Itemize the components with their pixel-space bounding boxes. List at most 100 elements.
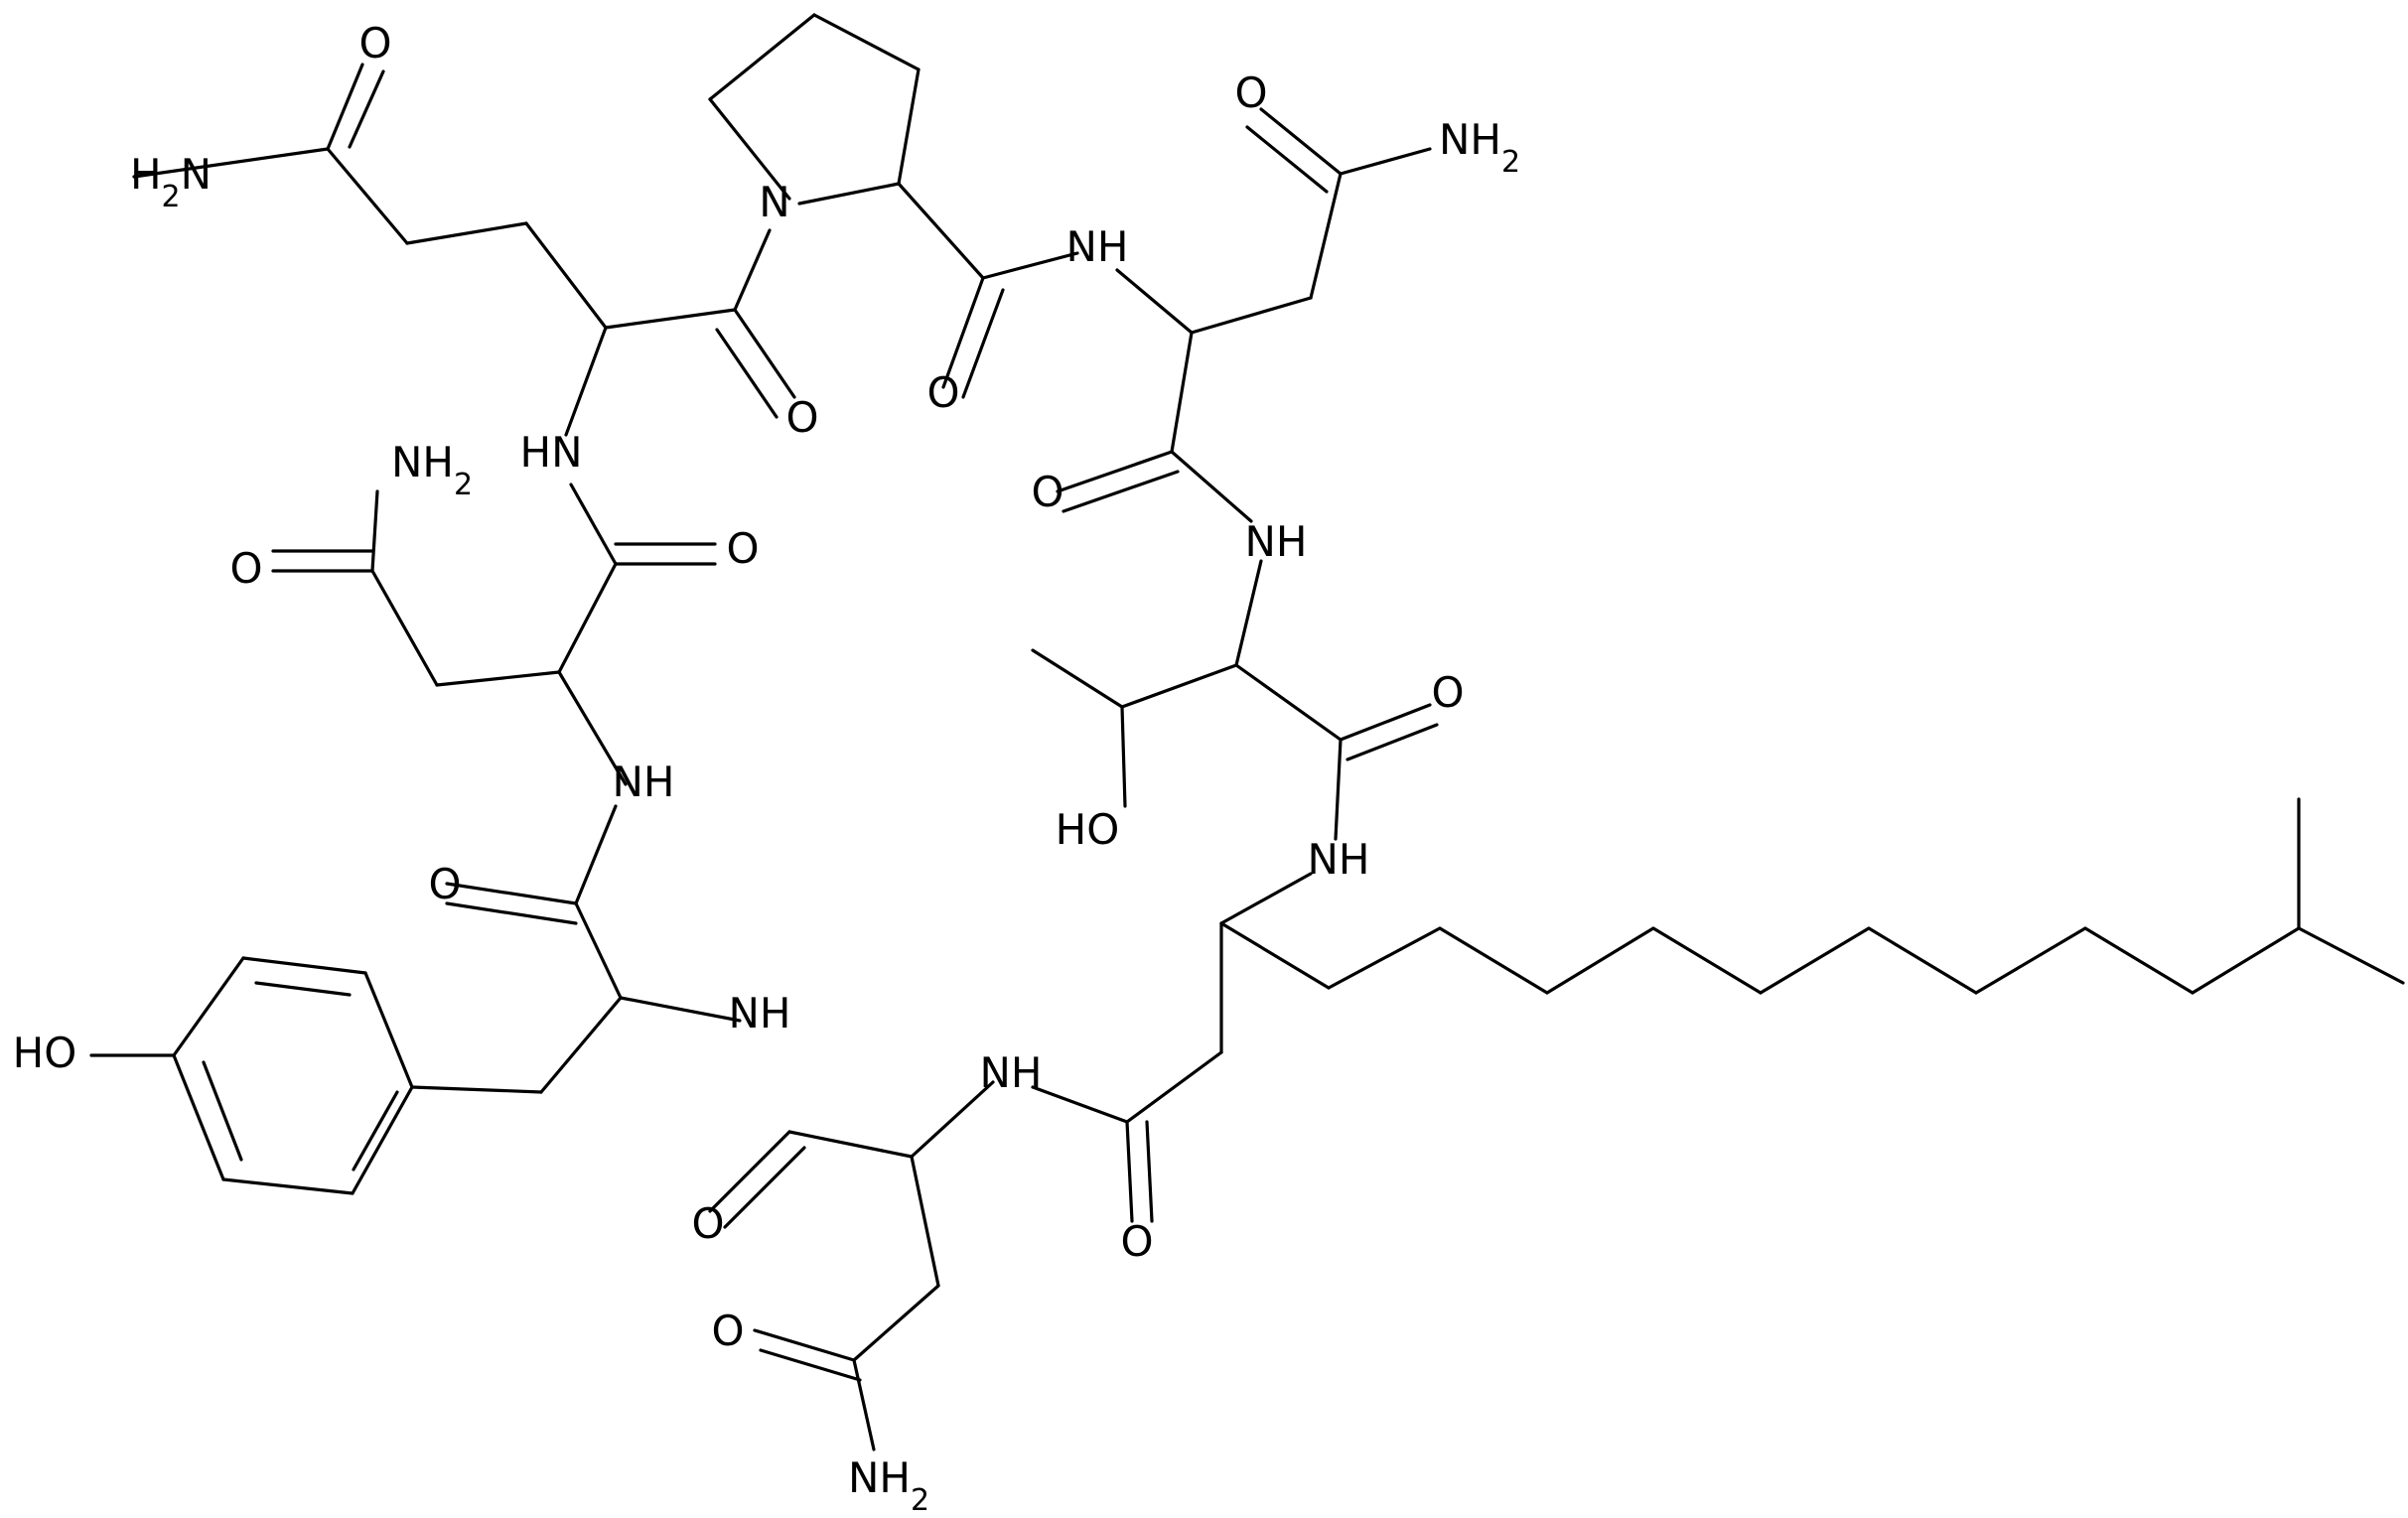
atom-nh2-gln-side: H2N (130, 150, 212, 214)
atom-nh2-asn-bottom: NH2 (848, 1453, 929, 1518)
bond-line (557, 562, 618, 674)
atom-nh2-asn-left: NH2 (391, 438, 473, 502)
bond-line (370, 489, 379, 573)
atom-nh-asn-bottom: NH (980, 1048, 1043, 1097)
bond-line (241, 956, 367, 975)
bond-line (1170, 450, 1253, 523)
bond-line (326, 147, 409, 245)
bond-line (1234, 663, 1343, 742)
bond-line (787, 1130, 914, 1159)
bond-lines (89, 13, 2405, 1451)
bond-line (733, 308, 796, 399)
bond-line (1125, 1120, 1134, 1223)
bond-line (202, 1060, 243, 1162)
bond-line (941, 276, 985, 389)
bond-line (445, 882, 578, 905)
bond-line (897, 68, 921, 186)
bond-line (1438, 926, 1549, 995)
bond-line (910, 1080, 995, 1159)
bond-line (852, 1284, 940, 1362)
bond-line (723, 1146, 806, 1229)
atom-o-gln-side: O (358, 19, 391, 68)
atom-nh-gln: HN (520, 428, 583, 477)
bond-line (1145, 1120, 1154, 1223)
bond-line (351, 1085, 414, 1195)
atom-o-pro-carbonyl: O (926, 368, 959, 417)
bond-line (370, 569, 439, 687)
bond-line (897, 182, 985, 280)
bond-line (1170, 331, 1194, 454)
bond-line (524, 221, 608, 330)
atom-nh-fatty: NH (1308, 835, 1370, 884)
bond-line (569, 483, 618, 566)
atom-nh-asn-left: NH (613, 758, 675, 806)
bond-line (1867, 926, 1978, 995)
bond-line (708, 13, 816, 101)
bond-line (797, 182, 901, 206)
atom-nh-thr: NH (1245, 517, 1308, 566)
atom-o-fatty-carbonyl: O (1120, 1217, 1153, 1266)
bond-line (1545, 926, 1655, 995)
bond-line (910, 1155, 940, 1288)
bond-line (812, 13, 921, 71)
bond-line (1974, 926, 2087, 995)
bond-line (405, 221, 528, 245)
atom-o-thr-carbonyl: O (1431, 668, 1464, 717)
atom-nh-asn-top: NH (1066, 222, 1129, 271)
atom-labels: O H2N N O O HN NH2 O NH O NH2 O O NH NH … (13, 19, 1520, 1518)
bond-line (410, 1085, 543, 1094)
bond-line (1234, 559, 1263, 667)
bond-line (1120, 663, 1238, 709)
atom-ho-thr: HO (1056, 805, 1120, 854)
bond-line (2083, 926, 2195, 995)
bond-line (2191, 926, 2301, 995)
bond-line (574, 901, 623, 1000)
bond-line (1339, 147, 1432, 176)
bond-line (445, 901, 578, 925)
atom-o-gln-carbonyl: O (785, 393, 818, 442)
atom-o-asn-bottom-carbonyl: O (691, 1199, 724, 1248)
bond-line (348, 69, 385, 149)
atom-o-tyr-carbonyl: O (428, 860, 461, 908)
bond-line (2297, 926, 2405, 985)
atom-o-asn-top-carbonyl: O (1031, 468, 1063, 516)
bond-line (759, 1348, 862, 1382)
atom-o-asn-bottom-side: O (711, 1307, 744, 1355)
atom-n-proline: N (759, 178, 789, 226)
bond-line (708, 1130, 791, 1213)
bond-line (715, 328, 779, 419)
bond-line (1339, 703, 1432, 742)
bond-line (172, 1053, 225, 1181)
bond-line (363, 971, 414, 1089)
bond-line (852, 1358, 876, 1451)
bond-line (539, 996, 623, 1094)
atom-nh-tyr: NH (729, 989, 791, 1037)
atom-o-asn-left-carbonyl: O (726, 524, 759, 573)
bond-line (619, 996, 742, 1023)
bond-line (1245, 125, 1329, 194)
bond-line (1056, 450, 1174, 493)
bond-line (326, 63, 364, 151)
bond-line (1334, 738, 1343, 841)
bond-line (132, 147, 330, 179)
bond-line (733, 228, 772, 312)
bond-line (604, 308, 737, 330)
bond-line (981, 251, 1079, 280)
bond-line (221, 1177, 354, 1195)
atom-o-asn-top-side: O (1234, 69, 1267, 117)
bond-line (352, 1090, 399, 1172)
bond-line (708, 97, 791, 201)
bond-line (1327, 926, 1442, 990)
bond-line (1651, 926, 1763, 995)
bond-line (1219, 872, 1313, 925)
bond-line (1346, 723, 1439, 761)
bond-line (1309, 172, 1343, 300)
bond-line (172, 956, 245, 1057)
bond-line (564, 326, 608, 437)
bond-line (435, 670, 561, 687)
bond-line (1759, 926, 1871, 995)
bond-line (961, 288, 1005, 399)
bond-line (753, 1328, 856, 1362)
atom-nh2-asn-top: NH2 (1439, 115, 1520, 180)
